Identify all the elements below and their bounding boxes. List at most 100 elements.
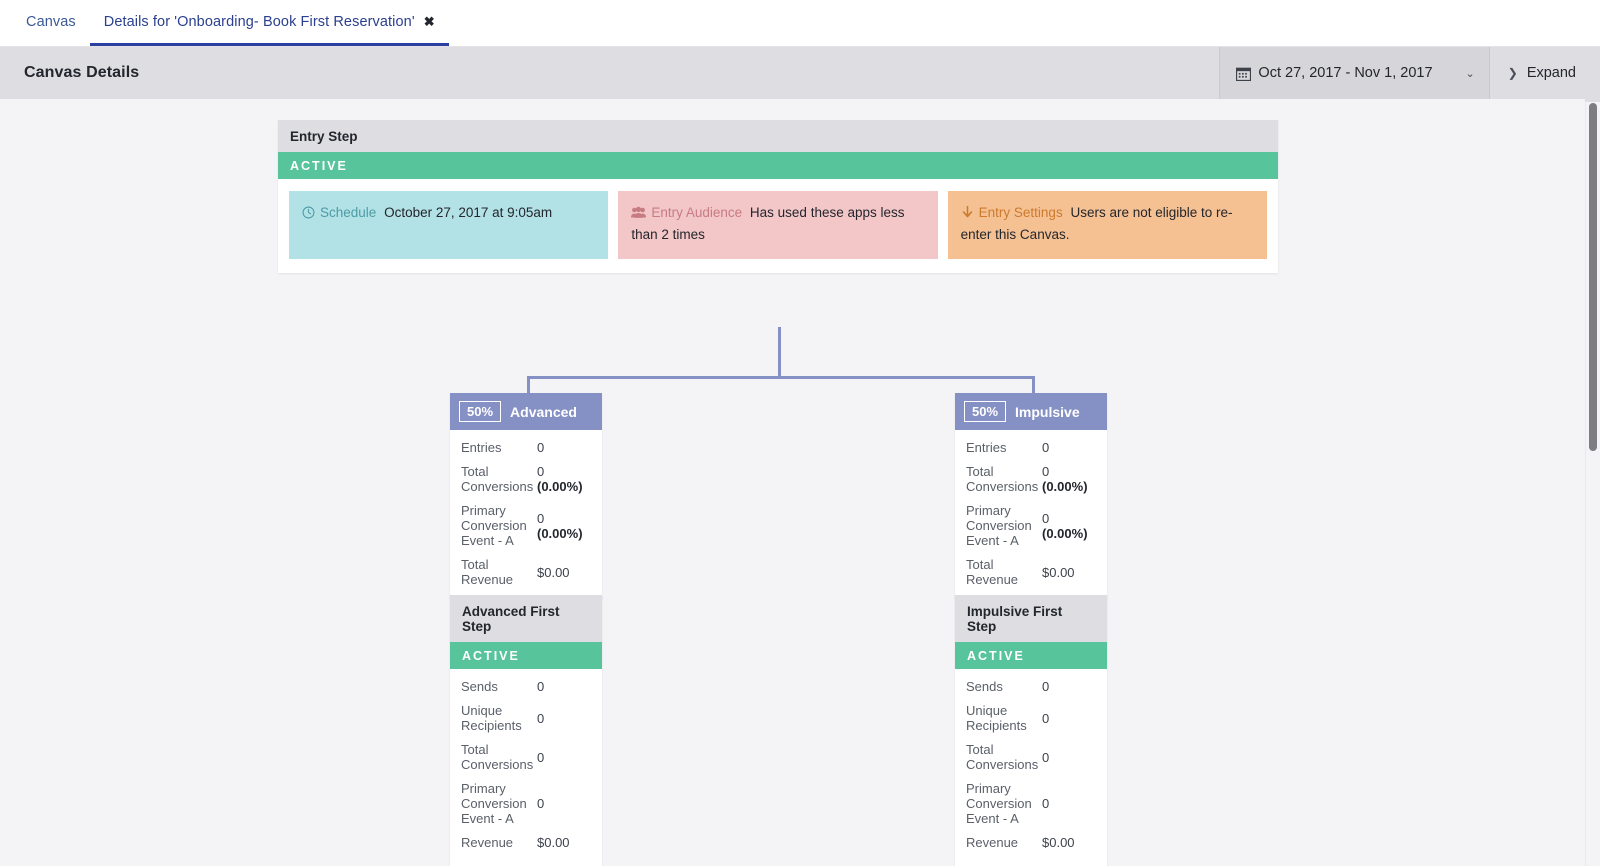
- stat-row: Unique Recipients 0: [966, 703, 1096, 733]
- branch-stats: Entries 0 Total Conversions 0 (0.00%) Pr…: [955, 430, 1107, 599]
- stat-number: 0: [1042, 510, 1050, 526]
- stat-row: Sends 0: [966, 679, 1096, 694]
- stat-label: Sends: [966, 679, 1003, 694]
- stat-label: Unique Recipients: [966, 703, 1027, 733]
- stat-percent: (0.00%): [1042, 479, 1088, 494]
- expand-button[interactable]: ❯ Expand: [1490, 47, 1600, 99]
- step-status-badge: ACTIVE: [450, 642, 602, 669]
- date-range-label: Oct 27, 2017 - Nov 1, 2017: [1258, 65, 1433, 81]
- stat-value: 0 (0.00%): [537, 511, 591, 541]
- scrollbar-corner: [1585, 99, 1600, 102]
- stat-value: $0.00: [1042, 565, 1075, 580]
- stat-label: Revenue: [461, 835, 514, 850]
- entry-audience-value: Has used these apps less than 2 times: [631, 205, 905, 242]
- entry-schedule-card: Schedule October 27, 2017 at 9:05am: [289, 191, 609, 259]
- connector-branch-left-drop: [527, 376, 530, 394]
- users-icon: [631, 205, 647, 225]
- stat-row: Primary Conversion Event - A 0: [461, 781, 591, 826]
- calendar-icon: [1236, 66, 1252, 81]
- branch-card-impulsive[interactable]: 50% Impulsive Entries 0 Total Conversion…: [955, 393, 1107, 599]
- stat-label: Sends: [461, 679, 498, 694]
- stat-label: Total Conversions: [461, 742, 534, 772]
- stat-percent: (0.00%): [1042, 525, 1088, 541]
- stat-value: 0 (0.00%): [1042, 464, 1096, 494]
- date-range-picker[interactable]: Oct 27, 2017 - Nov 1, 2017 ⌄: [1219, 47, 1490, 99]
- stat-label: Primary Conversion Event - A: [461, 781, 527, 826]
- stat-label: Total Conversions: [966, 464, 1039, 494]
- stat-number: 0: [537, 510, 545, 526]
- entry-step-card[interactable]: Entry Step ACTIVE Schedule October 27, 2…: [278, 120, 1278, 273]
- clock-icon: [302, 205, 315, 225]
- tab-bar: Canvas Details for 'Onboarding- Book Fir…: [0, 0, 1600, 47]
- tab-canvas-details[interactable]: Details for 'Onboarding- Book First Rese…: [89, 0, 449, 46]
- stat-percent: (0.00%): [537, 525, 583, 541]
- stat-label: Unique Recipients: [461, 703, 522, 733]
- stat-number: $0.00: [1042, 564, 1075, 580]
- stat-number: 0: [1042, 440, 1050, 455]
- step-title: Impulsive First Step: [955, 595, 1107, 642]
- stat-value: 0: [1042, 710, 1050, 726]
- stat-value: 0: [1042, 749, 1050, 765]
- tab-label: Details for 'Onboarding- Book First Rese…: [103, 13, 415, 30]
- branch-name: Advanced: [510, 403, 577, 420]
- entry-audience-card: Entry Audience Has used these apps less …: [618, 191, 938, 259]
- step-status-badge: ACTIVE: [955, 642, 1107, 669]
- close-icon[interactable]: ✖: [423, 14, 435, 29]
- stat-row: Entries 0: [966, 440, 1096, 455]
- step-card-advanced-first-step[interactable]: Advanced First Step ACTIVE Sends 0 Uniqu…: [450, 595, 602, 866]
- entry-audience-label: Entry Audience: [651, 205, 743, 220]
- canvas-diagram: Entry Step ACTIVE Schedule October 27, 2…: [0, 99, 1600, 866]
- stat-label: Total Conversions: [461, 464, 534, 494]
- stat-label: Primary Conversion Event - A: [966, 781, 1032, 826]
- step-stats: Sends 0 Unique Recipients 0 Total Conver…: [955, 669, 1107, 862]
- stat-value: 0: [537, 679, 545, 694]
- connector-branch-right-drop: [1032, 376, 1035, 394]
- stat-label: Total Conversions: [966, 742, 1039, 772]
- stat-value: 0: [1042, 796, 1050, 811]
- header-actions: Oct 27, 2017 - Nov 1, 2017 ⌄ ❯ Expand: [1219, 47, 1600, 99]
- stat-row: Total Conversions 0 (0.00%): [461, 464, 591, 494]
- stat-value: 0: [537, 749, 545, 765]
- stat-row: Entries 0: [461, 440, 591, 455]
- stat-label: Primary Conversion Event - A: [461, 503, 527, 548]
- stat-row: Primary Conversion Event - A 0 (0.00%): [461, 503, 591, 548]
- entry-schedule-value: October 27, 2017 at 9:05am: [384, 205, 553, 220]
- stat-row: Total Conversions 0 (0.00%): [966, 464, 1096, 494]
- stat-row: Primary Conversion Event - A 0: [966, 781, 1096, 826]
- arrow-down-icon: [961, 205, 974, 225]
- entry-step-status-badge: ACTIVE: [278, 152, 1278, 179]
- connector-branch-bus: [527, 376, 1035, 379]
- stat-row: Revenue $0.00: [966, 835, 1096, 850]
- stat-label: Total Revenue: [461, 557, 514, 587]
- stat-row: Sends 0: [461, 679, 591, 694]
- scrollbar-thumb[interactable]: [1589, 103, 1597, 451]
- stat-row: Total Revenue $0.00: [966, 557, 1096, 587]
- stat-label: Total Revenue: [966, 557, 1019, 587]
- entry-schedule-label: Schedule: [320, 205, 377, 220]
- stat-value: 0 (0.00%): [537, 464, 591, 494]
- stat-row: Total Conversions 0: [966, 742, 1096, 772]
- stat-number: 0: [1042, 464, 1050, 479]
- tab-canvas[interactable]: Canvas: [12, 0, 90, 46]
- stat-label: Primary Conversion Event - A: [966, 503, 1032, 548]
- stat-label: Revenue: [966, 835, 1019, 850]
- stat-label: Entries: [966, 440, 1007, 455]
- stat-percent: (0.00%): [537, 479, 583, 494]
- entry-settings-card: Entry Settings Users are not eligible to…: [947, 191, 1267, 259]
- stat-row: Unique Recipients 0: [461, 703, 591, 733]
- stat-value: 0: [537, 440, 544, 455]
- stat-value: 0: [537, 796, 545, 811]
- chevron-down-icon: ⌄: [1465, 67, 1475, 80]
- stat-row: Revenue $0.00: [461, 835, 591, 850]
- vertical-scrollbar[interactable]: [1585, 99, 1600, 866]
- stat-label: Entries: [461, 440, 502, 455]
- step-card-impulsive-first-step[interactable]: Impulsive First Step ACTIVE Sends 0 Uniq…: [955, 595, 1107, 866]
- step-stats: Sends 0 Unique Recipients 0 Total Conver…: [450, 669, 602, 862]
- entry-settings-value: Users are not eligible to re-enter this …: [960, 205, 1233, 242]
- entry-step-title: Entry Step: [278, 120, 1278, 152]
- entry-settings-label: Entry Settings: [978, 205, 1063, 220]
- entry-step-info-row: Schedule October 27, 2017 at 9:05am Entr…: [278, 179, 1278, 273]
- chevron-right-icon: ❯: [1507, 66, 1518, 80]
- branch-card-advanced[interactable]: 50% Advanced Entries 0 Total Conversions…: [450, 393, 602, 599]
- branch-percent-badge: 50%: [964, 401, 1007, 422]
